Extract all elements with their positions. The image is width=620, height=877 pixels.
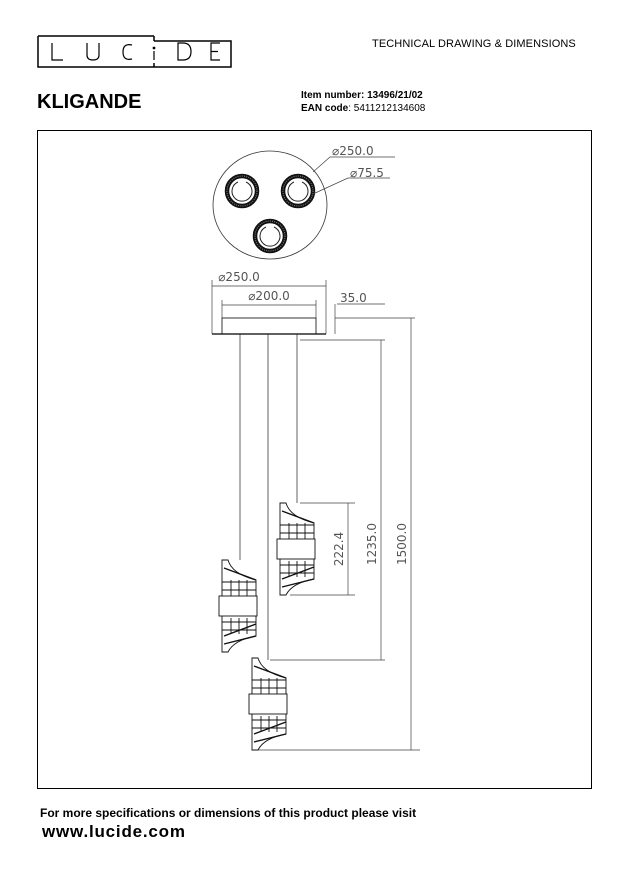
cable-length-label: 1235.0 bbox=[365, 523, 379, 565]
item-number-label: Item number: bbox=[301, 90, 365, 101]
shade-height-label: 222.4 bbox=[332, 532, 346, 566]
total-height-label: 1500.0 bbox=[395, 523, 409, 565]
side-view bbox=[211, 280, 420, 751]
base-diameter-label: ⌀200.0 bbox=[248, 289, 290, 303]
ean-code: EAN code: 5411212134608 bbox=[301, 103, 426, 114]
footer-url[interactable]: www.lucide.com bbox=[42, 822, 186, 841]
product-name: KLIGANDE bbox=[37, 91, 142, 113]
item-number-value: 13496/21/02 bbox=[367, 90, 423, 101]
item-number: Item number: 13496/21/02 bbox=[301, 90, 423, 101]
document-type: TECHNICAL DRAWING & DIMENSIONS bbox=[372, 38, 576, 50]
drawing-frame bbox=[37, 130, 592, 789]
footer-note: For more specifications or dimensions of… bbox=[40, 806, 417, 820]
top-outer-diameter-label: ⌀250.0 bbox=[332, 144, 374, 158]
canopy-diameter-label: ⌀250.0 bbox=[218, 270, 260, 284]
ean-value: 5411212134608 bbox=[353, 103, 426, 114]
ean-label: EAN code bbox=[301, 103, 349, 114]
top-view: ⌀250.0 ⌀75.5 bbox=[212, 144, 395, 260]
spot-diameter-label: ⌀75.5 bbox=[350, 166, 384, 180]
lucide-logo bbox=[37, 35, 232, 68]
canopy-height-label: 35.0 bbox=[340, 291, 367, 305]
